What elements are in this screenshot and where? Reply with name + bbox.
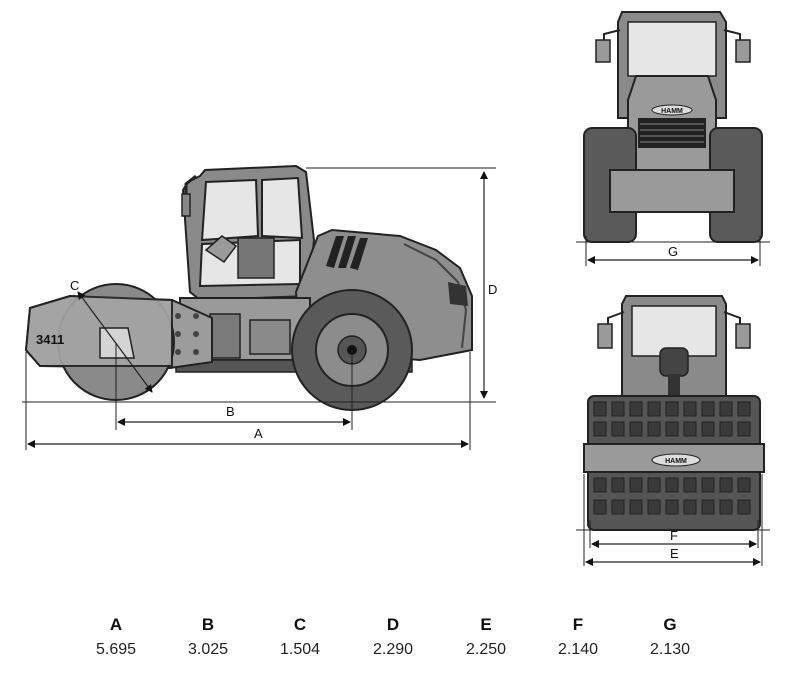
spec-value: 3.025	[187, 641, 229, 658]
dim-label-f: F	[670, 528, 678, 543]
spec-column-e: E 2.250	[440, 612, 532, 662]
spec-value: 1.504	[279, 641, 321, 658]
brand-logo-front: HAMM	[665, 458, 687, 465]
dim-label-c: C	[70, 278, 79, 293]
dim-label-d: D	[488, 282, 497, 297]
spec-value: 2.250	[465, 641, 507, 658]
spec-letter: E	[480, 615, 492, 634]
spec-column-a: A 5.695	[70, 612, 162, 662]
dim-label-g: G	[668, 244, 678, 259]
spec-value: 2.290	[372, 641, 414, 658]
rear-view: HAMM G	[576, 11, 770, 266]
dim-label-e: E	[670, 546, 679, 561]
dimension-drawing: 3411 C D B A	[22, 11, 770, 566]
spec-letter: F	[572, 615, 584, 634]
spec-value: 2.140	[557, 641, 599, 658]
spec-letter: C	[293, 615, 307, 634]
dim-label-b: B	[226, 404, 235, 419]
spec-letter: D	[386, 615, 400, 634]
model-number: 3411	[36, 332, 64, 347]
spec-column-b: B 3.025	[162, 612, 254, 662]
spec-column-c: C 1.504	[254, 612, 346, 662]
front-view: HAMM F E	[576, 295, 770, 566]
spec-column-d: D 2.290	[347, 612, 439, 662]
spec-column-f: F 2.140	[532, 612, 624, 662]
spec-letter: B	[201, 615, 215, 634]
spec-column-g: G 2.130	[624, 612, 716, 662]
side-view: 3411 C D B A	[22, 164, 497, 450]
cab-side	[181, 164, 316, 302]
spec-value: 2.130	[649, 641, 691, 658]
brand-logo-rear: HAMM	[661, 108, 683, 115]
dimension-spec-table: A 5.695 B 3.025 C 1.504 D 2.290 E 2.250 …	[70, 612, 770, 672]
spec-letter: G	[663, 615, 677, 634]
spec-value: 5.695	[95, 641, 137, 658]
spec-letter: A	[109, 615, 123, 634]
dim-label-a: A	[254, 426, 263, 441]
padfoot-pattern	[593, 401, 751, 515]
